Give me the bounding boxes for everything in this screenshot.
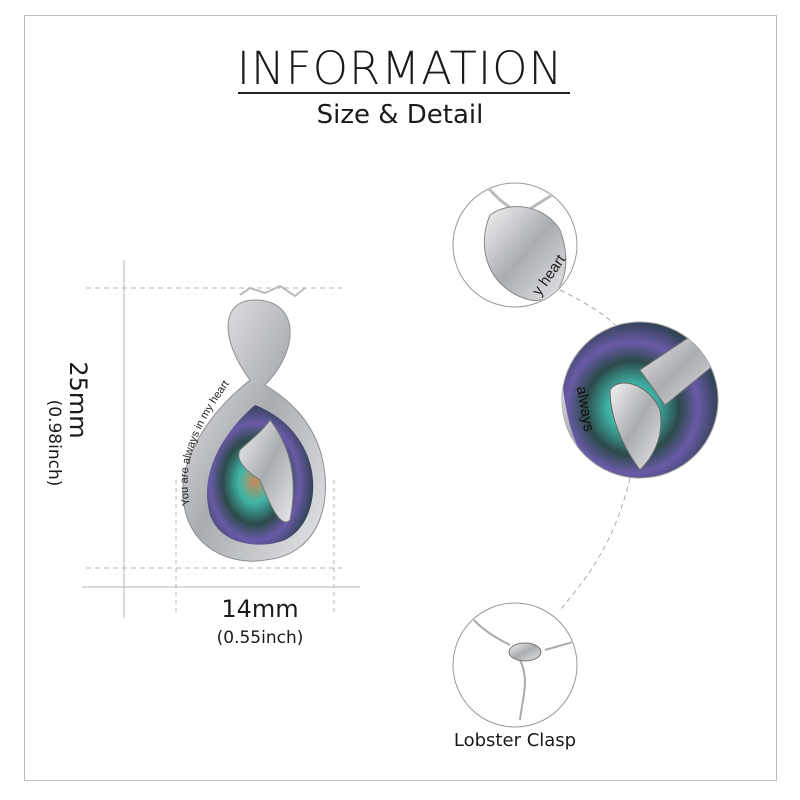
lobster-clasp-label: Lobster Clasp: [453, 730, 577, 751]
width-mm-label: 14mm: [221, 595, 299, 623]
height-inch-label: (0.98inch): [44, 399, 64, 487]
image-frame: [24, 15, 777, 781]
detail-circle-clasp: [452, 602, 578, 728]
page-title: INFORMATION: [236, 42, 564, 95]
detail-circle-bail: y heart: [452, 182, 578, 308]
detail-circle-hummingbird: always: [561, 321, 719, 479]
dashed-connector: [559, 477, 631, 611]
dimension-guides: [82, 260, 360, 618]
width-inch-label: (0.55inch): [216, 628, 304, 648]
title-underline: [238, 92, 570, 94]
dashed-connector: [559, 289, 616, 326]
height-mm-label: 25mm: [64, 361, 92, 439]
pendant-image: You are always in my heart: [178, 284, 326, 562]
page-subtitle: Size & Detail: [316, 100, 484, 130]
